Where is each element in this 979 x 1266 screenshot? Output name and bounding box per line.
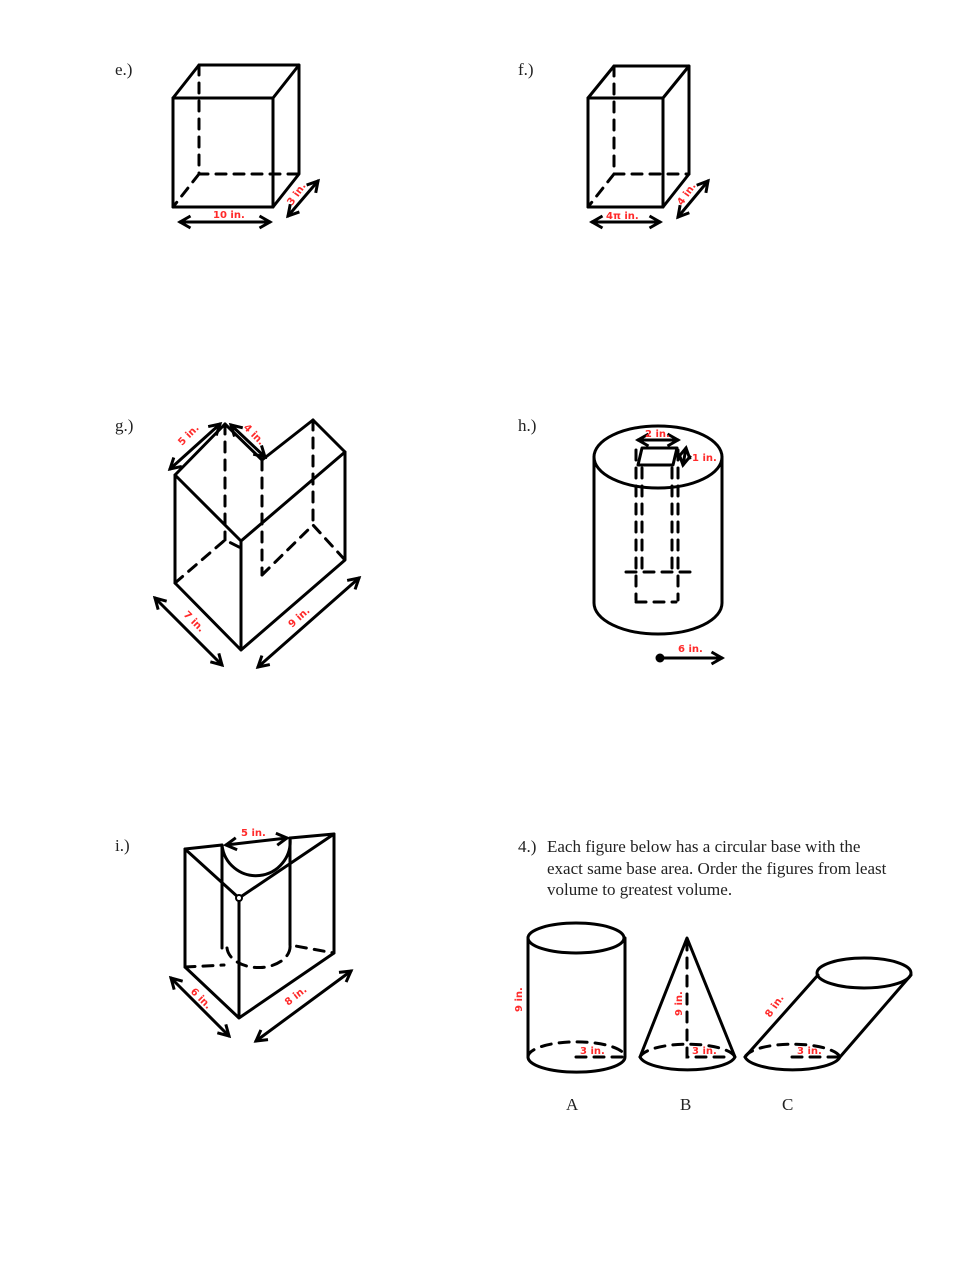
figure-c-oblique-cylinder: 8 in. 3 in. C	[743, 956, 913, 1114]
figure-f-prism: 4π in. 4 in.	[586, 64, 710, 230]
dim-depth: 7 in.	[181, 609, 206, 634]
figure-h-cylinder: 2 in. 1 in. 6 in.	[592, 424, 726, 666]
figure-label: A	[566, 1095, 579, 1114]
problem-h-label: h.)	[518, 416, 537, 435]
figure-i-prism: 5 in. 6 in. 8 in.	[168, 828, 354, 1043]
figure-label: B	[680, 1095, 691, 1114]
dim-radius: 6 in.	[678, 644, 703, 655]
figure-label: C	[782, 1095, 793, 1114]
problem-e-label: e.)	[115, 60, 133, 79]
dimension-arrow	[286, 178, 320, 219]
dimension-arrow	[676, 178, 710, 220]
dim-height: 9 in.	[514, 987, 525, 1012]
figure-g-prism: 5 in. 4 in. 7 in. 9 in.	[152, 418, 362, 669]
dim-length: 9 in.	[287, 605, 313, 630]
dim-radius: 3 in.	[692, 1046, 717, 1057]
dim-width: 4π in.	[606, 211, 639, 222]
problem-f-label: f.)	[518, 60, 534, 79]
dim-width: 10 in.	[213, 210, 245, 221]
question-4: 4.) Each figure below has a circular bas…	[518, 836, 898, 901]
dim-radius: 3 in.	[797, 1046, 822, 1057]
question-number: 4.)	[518, 837, 537, 856]
figure-a-cylinder: 9 in. 3 in. A	[514, 921, 627, 1114]
dim-height: 9 in.	[674, 991, 685, 1016]
dim-hole-width: 2 in.	[645, 429, 670, 440]
question-text: Each figure below has a circular base wi…	[547, 837, 887, 899]
problem-i-label: i.)	[115, 836, 130, 855]
dim-hole-depth: 1 in.	[692, 453, 717, 464]
figure-e-prism: 10 in. 3 in.	[171, 63, 320, 230]
dim-radius: 3 in.	[580, 1046, 605, 1057]
dim-semicircle: 5 in.	[241, 828, 266, 839]
problem-g-label: g.)	[115, 416, 134, 435]
figure-b-cone: 9 in. 3 in. B	[638, 936, 737, 1114]
